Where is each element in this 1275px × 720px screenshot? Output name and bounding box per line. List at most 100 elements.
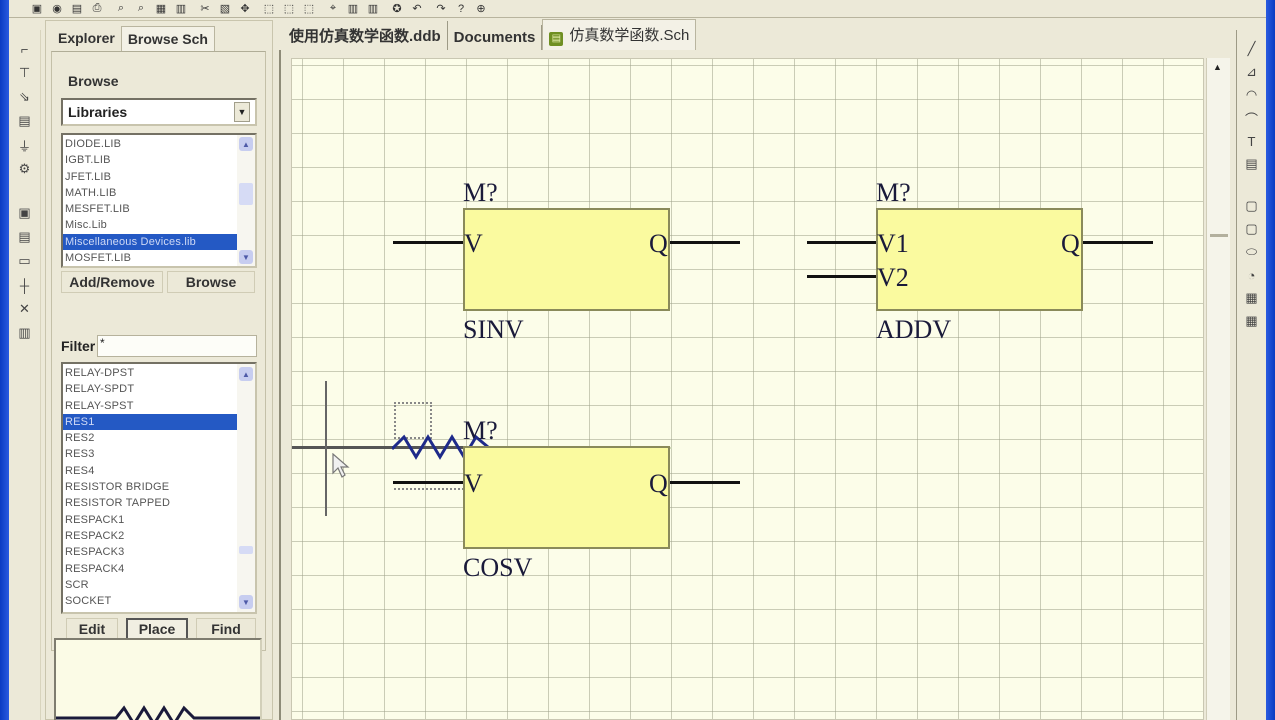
library-list-scrollbar[interactable]: ▲ ▼ (237, 135, 255, 266)
misc-icon[interactable]: ⊕ (476, 3, 486, 15)
list-item[interactable]: RES4 (65, 464, 95, 477)
toolbox-icon[interactable]: ▣ (31, 3, 43, 15)
find-icon[interactable]: ▥ (347, 3, 359, 15)
list-item[interactable]: Misc.Lib (65, 219, 107, 232)
no-erc-icon[interactable]: ✕ (19, 301, 30, 316)
select-icon[interactable]: ⬚ (263, 3, 275, 15)
cosv-output-wire[interactable] (670, 481, 740, 484)
net-label-icon[interactable]: ▤ (18, 113, 31, 128)
list-item[interactable]: RESPACK2 (65, 529, 125, 542)
sinv-input-wire[interactable] (393, 241, 463, 244)
help-icon[interactable]: ↷ (436, 3, 446, 15)
move-icon[interactable]: ✥ (240, 3, 250, 15)
power-port-icon[interactable]: ⏚ (17, 138, 31, 154)
part-icon[interactable]: ⚙ (18, 161, 31, 176)
array-icon[interactable]: ▦ (1245, 313, 1258, 328)
sinv-designator[interactable]: M? (463, 178, 498, 207)
add-remove-library-button[interactable]: Add/Remove (61, 271, 163, 293)
addv-name[interactable]: ADDV (876, 315, 952, 344)
sheet-entry-icon[interactable]: ▤ (18, 229, 31, 244)
list-item[interactable]: RESPACK4 (65, 562, 125, 575)
list-item[interactable]: RESPACK3 (65, 546, 125, 559)
rectangle-icon[interactable]: ▢ (1245, 198, 1258, 213)
list-item[interactable]: DIODE.LIB (65, 138, 122, 150)
sheet-symbol-icon[interactable]: ▣ (18, 205, 31, 220)
sinv-output-wire[interactable] (670, 241, 740, 244)
schematic-sheet[interactable]: M? V Q SINV M? V1 V2 Q ADDV M? V Q COSV (291, 58, 1204, 720)
component-list-scrollbar[interactable]: ▲ ▼ (237, 364, 255, 612)
chevron-down-icon[interactable]: ▼ (234, 102, 250, 122)
browse-type-select[interactable]: Libraries ▼ (61, 98, 257, 126)
junction-icon[interactable]: ┼ (19, 277, 30, 293)
tab-documents[interactable]: Documents (448, 25, 543, 50)
list-item[interactable]: RES1 (63, 413, 255, 431)
scroll-down-icon[interactable]: ▼ (239, 595, 253, 609)
sheet-vertical-scrollbar[interactable]: ▲ (1206, 58, 1230, 720)
cross-probe-icon[interactable]: ⬚ (303, 3, 315, 15)
text-frame-icon[interactable]: ▤ (1245, 156, 1258, 171)
scroll-up-icon[interactable]: ▲ (1213, 62, 1222, 72)
edit-component-button[interactable]: Edit (66, 618, 118, 640)
library-icon[interactable]: ⌖ (329, 2, 337, 14)
addv-designator[interactable]: M? (876, 178, 911, 207)
list-item[interactable]: SCR (65, 578, 89, 591)
list-item[interactable]: RELAY-SPST (65, 399, 134, 412)
addv-input2-wire[interactable] (807, 275, 877, 278)
pie-icon[interactable]: ◔ (1247, 267, 1256, 283)
find-component-button[interactable]: Find (196, 618, 256, 640)
sinv-name[interactable]: SINV (463, 315, 524, 344)
list-item[interactable]: RES2 (65, 432, 95, 445)
bus-icon[interactable]: ⊤ (18, 65, 31, 80)
undo-icon[interactable]: ✪ (392, 3, 402, 15)
cosv-designator[interactable]: M? (463, 416, 498, 445)
probe-icon[interactable]: ▥ (18, 325, 31, 340)
open-icon[interactable]: ◉ (52, 3, 62, 15)
addv-input1-wire[interactable] (807, 241, 877, 244)
tab-schematic[interactable]: ▤仿真数学函数.Sch (542, 19, 697, 50)
cosv-component[interactable] (463, 446, 670, 549)
scroll-thumb[interactable] (239, 183, 253, 205)
bezier-icon[interactable]: ⌒ (1244, 111, 1258, 127)
arc-icon[interactable]: ◠ (1245, 87, 1258, 102)
deselect-icon[interactable]: ⬚ (283, 3, 295, 15)
list-item[interactable]: RELAY-DPST (65, 367, 135, 379)
image-icon[interactable]: ▦ (1245, 290, 1258, 305)
paste-icon[interactable]: ▧ (219, 3, 231, 15)
save-icon[interactable]: ▤ (71, 3, 83, 15)
round-rect-icon[interactable]: ▢ (1245, 221, 1258, 236)
list-item[interactable]: RESISTOR BRIDGE (65, 481, 170, 494)
scroll-up-icon[interactable]: ▲ (239, 367, 253, 381)
list-item[interactable]: RES3 (65, 448, 95, 461)
tab-browse-sch[interactable]: Browse Sch (120, 26, 215, 51)
sinv-component[interactable] (463, 208, 670, 311)
bus-entry-icon[interactable]: ⇘ (19, 89, 30, 104)
scroll-down-icon[interactable]: ▼ (239, 250, 253, 264)
print-icon[interactable]: ⎙ (92, 2, 102, 14)
tab-explorer[interactable]: Explorer (58, 30, 115, 46)
pin-icon[interactable]: ? (457, 2, 465, 15)
scroll-up-icon[interactable]: ▲ (239, 137, 253, 151)
zoom-in-icon[interactable]: ⌕ (117, 2, 125, 14)
tab-database[interactable]: 使用仿真数学函数.ddb (283, 21, 448, 50)
list-item[interactable]: JFET.LIB (65, 170, 112, 183)
list-item[interactable]: RELAY-SPDT (65, 383, 135, 396)
line-icon[interactable]: ╱ (1247, 41, 1256, 56)
list-item[interactable]: RESPACK1 (65, 513, 125, 526)
ellipse-icon[interactable]: ⬭ (1245, 244, 1258, 259)
scroll-thumb[interactable] (1210, 234, 1228, 237)
polygon-icon[interactable]: ⊿ (1246, 64, 1257, 79)
browse-library-button[interactable]: Browse (167, 271, 255, 293)
text-icon[interactable]: T (1247, 133, 1256, 149)
port-icon[interactable]: ▭ (18, 253, 31, 268)
scroll-thumb[interactable] (239, 546, 253, 554)
addv-output-wire[interactable] (1083, 241, 1153, 244)
resistor-ghost-icon[interactable] (392, 429, 502, 469)
list-item[interactable]: SOCKET (65, 595, 112, 608)
zoom-out-icon[interactable]: ⌕ (137, 2, 145, 14)
list-item[interactable]: MOSFET.LIB (65, 252, 132, 265)
cosv-name[interactable]: COSV (463, 553, 533, 582)
list-item[interactable]: Miscellaneous Devices.lib (63, 233, 255, 251)
addv-component[interactable] (876, 208, 1083, 311)
